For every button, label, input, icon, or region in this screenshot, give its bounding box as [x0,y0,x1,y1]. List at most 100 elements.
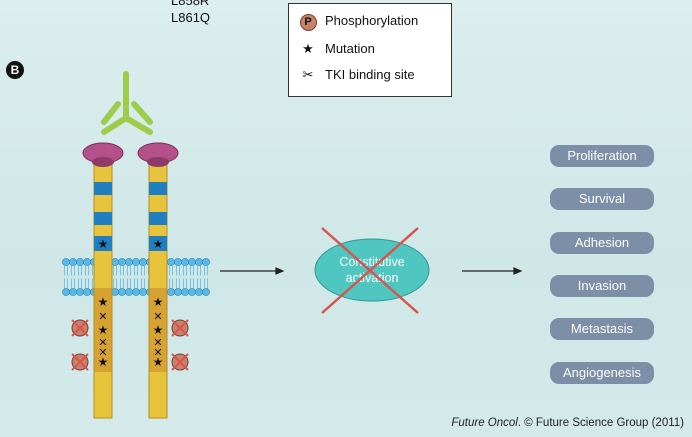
lipid-head [174,258,182,266]
lipid-tail [203,278,209,289]
lipid-head [202,258,210,266]
phosphorylation-icon: P [299,14,317,31]
lipid-tail [84,278,90,289]
copyright-text: . © Future Science Group (2011) [517,417,684,429]
lipid-tail [168,278,174,289]
lipid-tail [140,265,146,276]
mutation-label-l858r: L858R [171,0,210,8]
mutation-label-l861q: L861Q [171,10,211,25]
star-mutation-icon: ★ [302,41,314,56]
star-mutation-icon: ★ [98,237,109,251]
lipid-head [76,288,84,296]
star-mutation-icon: ★ [98,295,109,309]
lipid-tail [126,265,132,276]
lipid-tail [182,265,188,276]
phosphorylation-icon [171,353,189,371]
lipid-head [181,258,189,266]
lipid-tail [189,278,195,289]
lipid-head [139,258,147,266]
lipid-tail [168,265,174,276]
legend-row-tki: ✂ TKI binding site [299,65,415,85]
lipid-tail [140,278,146,289]
legend-row-mutation: ★Mutation [299,39,375,59]
lipid-head [167,288,175,296]
lipid-head [125,288,133,296]
tki-binding-icon: ✕ [153,336,162,349]
lipid-head [69,258,77,266]
lipid-head [139,288,147,296]
lipid-tail [175,265,181,276]
lipid-tail [63,278,69,289]
star-mutation-icon: ★ [98,323,109,337]
legend-label-tki: TKI binding site [325,67,415,82]
lipid-tail [63,265,69,276]
lipid-head [188,288,196,296]
star-mutation-icon: ★ [153,295,164,309]
lipid-head [76,258,84,266]
lipid-tail [77,278,83,289]
journal-name: Future Oncol [451,417,518,429]
lipid-tail [126,278,132,289]
lipid-head [167,258,175,266]
lipid-tail [112,278,118,289]
lipid-tail [182,278,188,289]
lipid-head [132,288,140,296]
lipid-tail [203,265,209,276]
cross-icon [321,227,419,314]
phosphorylation-icon [71,319,89,337]
panel-label: B [6,61,24,79]
tki-binding-icon: ✕ [98,346,107,359]
cell-membrane [62,258,210,296]
blocked-phosphorylation-sites [71,319,189,371]
tki-binding-icon: ✕ [153,346,162,359]
lipid-tail [133,278,139,289]
outcome-metastasis: Metastasis [550,318,654,340]
lipid-tail [84,265,90,276]
lipid-tail [70,278,76,289]
activation-label-line1: Constitutive [339,255,404,269]
constitutive-activation: Constitutive activation [314,227,430,314]
lipid-head [83,288,91,296]
lipid-head [69,288,77,296]
lipid-head [202,288,210,296]
lipid-head [62,258,70,266]
lipid-head [62,288,70,296]
receptor-left [82,142,124,419]
legend-row-phosphorylation: P Phosphorylation [299,11,418,31]
receptor-right [137,142,179,419]
lipid-tail [196,278,202,289]
lipid-head [118,258,126,266]
lipid-tail [119,265,125,276]
legend-label-phosphorylation: Phosphorylation [325,13,419,28]
lipid-head [83,258,91,266]
antibody [101,71,153,135]
tki-binding-icon: ✕ [98,336,107,349]
lipid-head [188,258,196,266]
star-mutation-icon: ★ [153,237,164,251]
lipid-tail [189,265,195,276]
lipid-tail [196,265,202,276]
lipid-head [118,288,126,296]
phosphorylation-icon [71,353,89,371]
lipid-tail [175,278,181,289]
outcome-angiogenesis: Angiogenesis [550,362,654,384]
outcome-invasion: Invasion [550,275,654,297]
lipid-tail [133,265,139,276]
tki-binding-icon: ✕ [153,310,162,323]
star-mutation-icon: ★ [153,355,164,369]
lipid-head [132,258,140,266]
star-mutation-icon: ★ [98,355,109,369]
lipid-tail [119,278,125,289]
lipid-tail [77,265,83,276]
legend-box: P Phosphorylation ★Mutation ✂ TKI binding … [288,3,452,97]
lipid-head [181,288,189,296]
tki-binding-icon: ✂ [302,67,314,82]
lipid-head [174,288,182,296]
phosphorylation-icon [171,319,189,337]
outcome-survival: Survival [550,188,654,210]
tki-binding-icon: ✕ [98,310,107,323]
lipid-tail [112,265,118,276]
lipid-head [195,258,203,266]
lipid-tail [70,265,76,276]
